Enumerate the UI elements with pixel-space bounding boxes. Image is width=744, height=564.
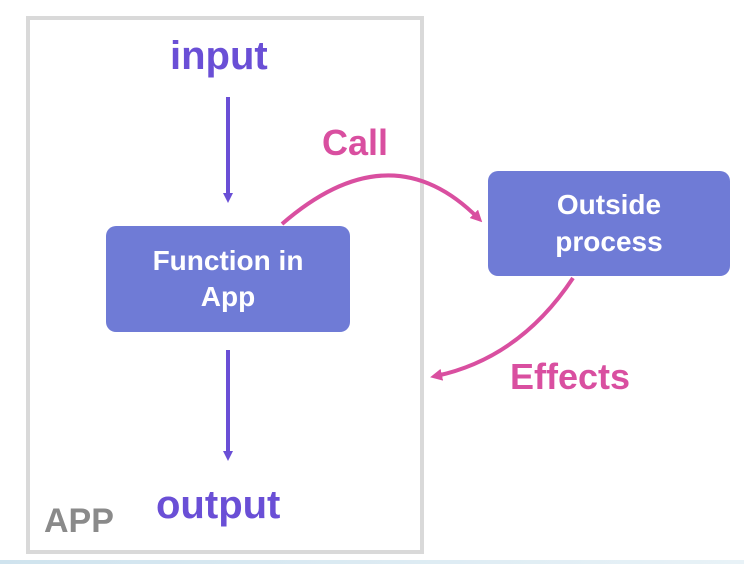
call-label: Call xyxy=(322,122,389,163)
input-label: input xyxy=(170,34,268,78)
effects-arrow xyxy=(430,276,575,381)
effects-label: Effects xyxy=(510,356,631,397)
outside-box-line-2: process xyxy=(555,225,663,257)
outside-process-box: Outside process xyxy=(488,171,730,276)
function-in-app-box: Function in App xyxy=(106,226,350,332)
function-box-line-1: Function in xyxy=(152,244,304,276)
output-label: output xyxy=(156,483,281,527)
outside-box-line-1: Outside xyxy=(556,189,662,221)
bottom-edge-strip xyxy=(0,560,744,564)
app-label: APP xyxy=(44,502,114,540)
function-box-line-2: App xyxy=(200,281,256,312)
call-arrow xyxy=(280,173,483,226)
